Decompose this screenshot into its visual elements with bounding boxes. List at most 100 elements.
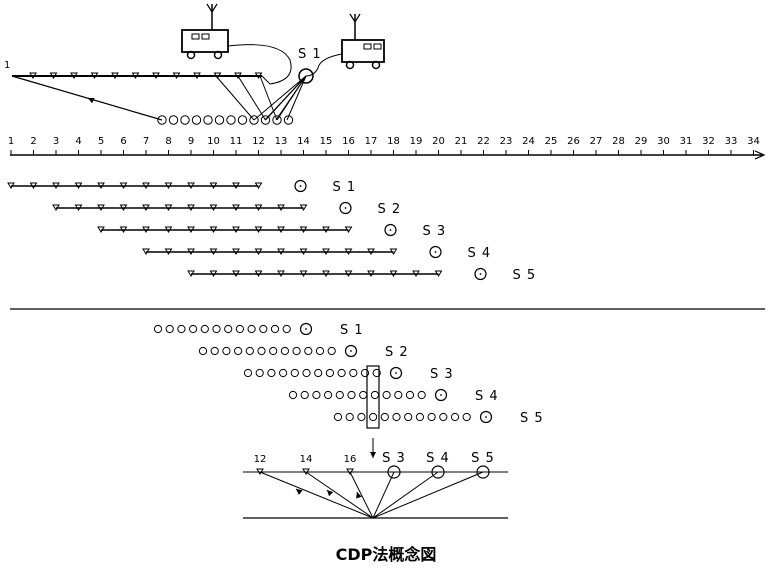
geophone-icon <box>254 204 263 211</box>
geophone-icon <box>90 72 99 79</box>
start-station-label: 1 <box>4 60 10 71</box>
midpoint-circle <box>450 412 460 422</box>
midpoint-circle <box>247 324 256 334</box>
source-point <box>429 245 442 259</box>
midpoint-circle <box>198 346 208 356</box>
geophone-icon <box>322 248 330 255</box>
geophone-icon <box>209 226 218 233</box>
geophone-icon <box>7 182 15 189</box>
source-point <box>476 465 490 479</box>
geophone-icon <box>367 248 375 255</box>
scale-number: 30 <box>657 136 670 147</box>
geophone-icon <box>344 248 353 255</box>
scale-number: 25 <box>545 136 558 147</box>
geophone-icon <box>232 182 240 189</box>
source-truck-icon <box>341 13 385 70</box>
scale-number: 34 <box>747 136 760 147</box>
midpoint-circle <box>270 324 280 334</box>
geophone-icon <box>389 270 398 277</box>
scale-number: 17 <box>365 136 378 147</box>
midpoint-circle <box>214 115 225 125</box>
midpoint-circle <box>237 115 248 125</box>
field-layout-scene: S 1 1 <box>4 3 385 125</box>
ray-path <box>253 75 307 121</box>
midpoint-row-label: S 4 <box>475 389 499 404</box>
reflection-ray <box>259 471 374 519</box>
geophone-icon <box>187 226 195 233</box>
scale-number: 2 <box>30 136 36 147</box>
midpoint-circle <box>333 412 343 422</box>
source-point <box>299 322 313 336</box>
scale-number: 3 <box>53 136 59 147</box>
geophone-icon <box>142 204 150 211</box>
geophone-icon <box>164 182 173 189</box>
midpoint-circle <box>415 412 424 422</box>
midpoint-circle <box>300 390 309 400</box>
source-point <box>384 223 397 237</box>
receiver-label: 16 <box>344 454 357 465</box>
geophone-icon <box>344 226 353 233</box>
scale-number: 5 <box>98 136 104 147</box>
geophone-icon <box>49 72 58 79</box>
midpoint-circle <box>372 368 381 378</box>
scale-number: 24 <box>522 136 535 147</box>
geophone-icon <box>299 248 308 255</box>
midpoint-circle <box>347 390 356 400</box>
receiver-label: 12 <box>254 454 267 465</box>
midpoint-circle <box>292 346 301 356</box>
midpoint-circle <box>360 368 370 378</box>
midpoint-circle <box>324 390 333 400</box>
source-point <box>387 465 401 479</box>
midpoint-circle <box>280 346 289 356</box>
recording-cable <box>227 44 292 85</box>
midpoint-circle <box>189 324 198 334</box>
midpoint-circle <box>222 346 231 356</box>
source-label: S 3 <box>382 451 406 466</box>
midpoint-circle <box>212 324 221 334</box>
midpoint-row-label: S 2 <box>385 345 409 360</box>
ray-path <box>275 75 307 121</box>
midpoint-circle <box>337 368 346 378</box>
geophone-icon <box>97 226 105 233</box>
ray-arrow <box>356 491 362 499</box>
geophone-icon <box>254 270 263 277</box>
scale-number: 32 <box>702 136 715 147</box>
midpoint-circle <box>288 390 298 400</box>
midpoint-circle <box>226 115 236 125</box>
geophone-icon <box>187 182 195 189</box>
shot-label: S 3 <box>423 224 447 239</box>
shot-label: S 2 <box>378 202 402 217</box>
geophone-icon <box>209 182 218 189</box>
source-point-center <box>440 394 442 396</box>
source-point-center <box>305 328 307 330</box>
reflection-ray <box>349 471 374 519</box>
geophone-icon <box>209 248 218 255</box>
reflection-ray <box>305 471 374 519</box>
geophone-icon <box>254 182 263 189</box>
scale-number: 23 <box>500 136 513 147</box>
shot-spread: S 1 <box>7 179 355 195</box>
midpoint-circle <box>168 115 179 125</box>
ray-path <box>264 75 307 121</box>
midpoint-circle <box>257 346 266 356</box>
geophone-icon <box>74 204 83 211</box>
midpoint-circle <box>357 412 366 422</box>
geophone-icon <box>389 248 398 255</box>
source-point-center <box>395 372 397 374</box>
midpoint-circle <box>382 390 391 400</box>
midpoint-circle <box>165 324 174 334</box>
source-point <box>389 366 403 380</box>
geophone-icon <box>434 270 443 277</box>
geophone-icon <box>52 182 60 189</box>
midpoint-row: S 2 <box>198 344 409 360</box>
geophone-icon <box>277 226 285 233</box>
midpoint-circle <box>327 346 336 356</box>
ray-path <box>215 75 255 121</box>
scale-number: 21 <box>455 136 468 147</box>
shot-label: S 4 <box>468 246 492 261</box>
scale-number: 20 <box>432 136 445 147</box>
geophone-icon <box>74 182 83 189</box>
